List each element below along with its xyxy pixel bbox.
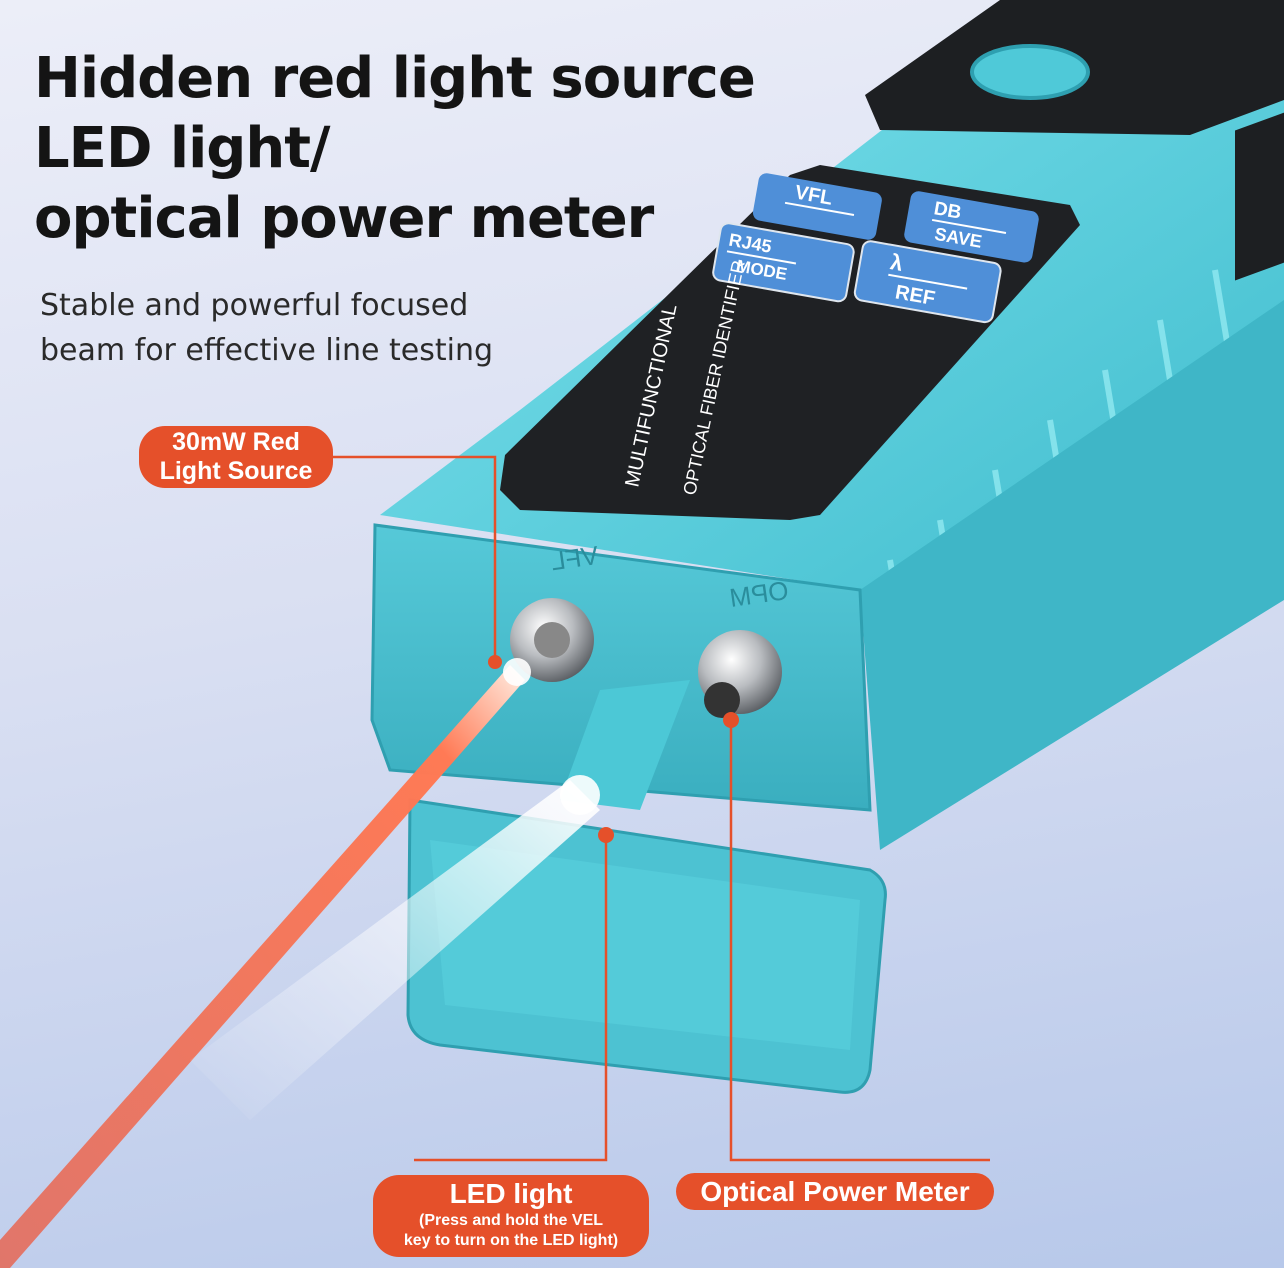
callout-led-title: LED light (449, 1178, 573, 1209)
callout-red-light-line-2: Light Source (159, 457, 313, 485)
callout-optical-power-meter: Optical Power Meter (676, 1173, 994, 1210)
port-vfl-label: VFL (549, 540, 600, 576)
callout-led-note-1: (Press and hold the VEL (418, 1212, 604, 1229)
keypad: VFL DB SAVE RJ45 MODE λ REF (712, 172, 1040, 324)
subtitle-line-2: beam for effective line testing (40, 333, 494, 368)
headline: Hidden red light source LED light/ optic… (34, 44, 756, 254)
key-rj45-mode[interactable]: RJ45 MODE (712, 222, 855, 303)
key-lambda-label: λ (889, 249, 905, 276)
key-db-label: DB (932, 198, 963, 223)
key-vfl[interactable]: VFL (752, 172, 883, 241)
power-button[interactable] (970, 44, 1090, 100)
key-lambda-ref[interactable]: λ REF (853, 240, 1002, 324)
callout-red-light-line-1: 30mW Red (172, 428, 300, 456)
headline-line-2: LED light/ (34, 116, 330, 181)
side-window (1235, 112, 1284, 281)
callout-led-note-2: key to turn on the LED light) (403, 1232, 619, 1249)
subtitle: Stable and powerful focused beam for eff… (40, 283, 493, 373)
callout-led-light: LED light (Press and hold the VEL key to… (373, 1175, 649, 1257)
callout-red-light-source: 30mW Red Light Source (139, 426, 333, 488)
led-stem (560, 680, 690, 810)
laser-glow (503, 658, 531, 686)
subtitle-line-1: Stable and powerful focused (40, 288, 469, 323)
callout-lines (333, 455, 990, 1162)
headline-line-1: Hidden red light source (34, 46, 756, 111)
key-db-save[interactable]: DB SAVE (903, 190, 1040, 264)
device-side (860, 300, 1284, 850)
led-beam (190, 780, 600, 1120)
laser-beam (0, 665, 525, 1268)
headline-line-3: optical power meter (34, 186, 654, 251)
led-glow (560, 775, 600, 815)
